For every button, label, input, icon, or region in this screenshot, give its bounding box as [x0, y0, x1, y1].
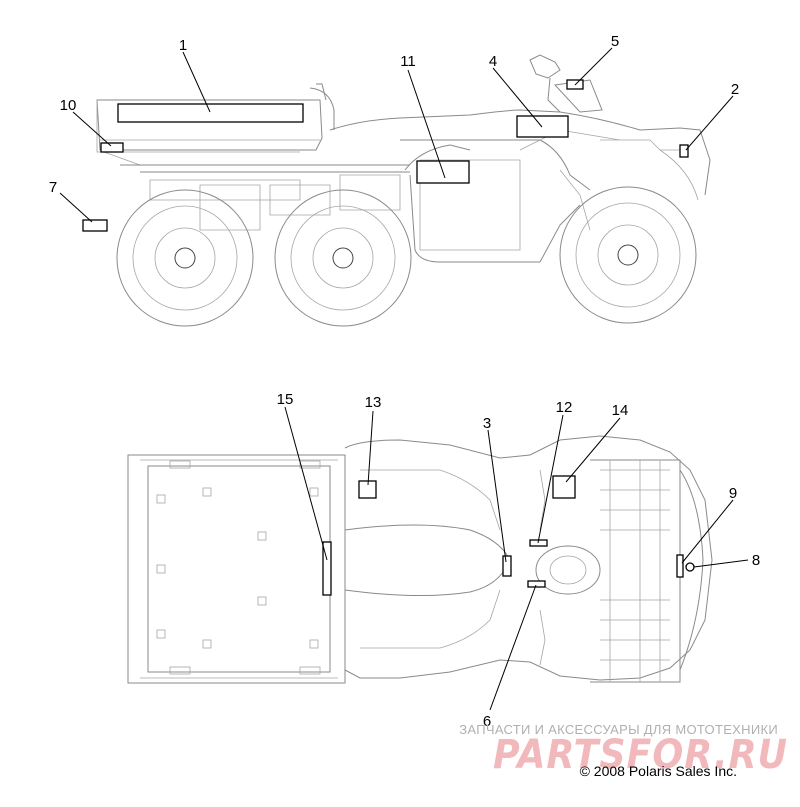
side-body: [329, 109, 711, 263]
side-view: [59, 47, 734, 327]
leader-5: [574, 47, 613, 86]
callout-3: 3: [483, 415, 491, 432]
leader-7: [59, 192, 93, 223]
watermark-brand: PARTSFOR.RU: [493, 732, 788, 778]
callout-1: 1: [179, 37, 187, 54]
decal-9: [676, 554, 684, 578]
decal-10: [100, 142, 124, 153]
leader-8: [693, 559, 749, 568]
callout-10: 10: [60, 97, 77, 114]
leader-3: [487, 429, 507, 563]
side-cargo-box: [96, 83, 335, 166]
callout-4: 4: [489, 53, 497, 70]
callout-8: 8: [752, 552, 760, 569]
leader-12: [537, 414, 564, 544]
leader-13: [367, 410, 374, 486]
leader-2: [685, 95, 734, 151]
leader-9: [681, 499, 734, 564]
watermark-tagline: ЗАПЧАСТИ И АКСЕССУАРЫ ДЛЯ МОТОТЕХНИКИ: [459, 722, 778, 737]
side-rear-wheel-2: [274, 189, 412, 327]
callout-5: 5: [611, 33, 619, 50]
copyright-text: © 2008 Polaris Sales Inc.: [580, 763, 737, 779]
top-cargo-bed: [127, 454, 346, 684]
leader-14: [565, 417, 621, 483]
callout-7: 7: [49, 179, 57, 196]
leader-4: [492, 67, 543, 128]
decal-14: [552, 475, 576, 499]
top-front-rack: [590, 459, 704, 683]
decal-1: [117, 103, 304, 123]
callout-numbers: 1 2 3 4 5 6 7 8 9 10 11 12 13 14 15: [49, 33, 760, 730]
top-body: [344, 435, 713, 681]
callout-9: 9: [729, 485, 737, 502]
side-handlebar: [529, 54, 603, 113]
callout-6: 6: [483, 713, 491, 730]
leader-15: [284, 406, 328, 561]
callout-13: 13: [365, 394, 382, 411]
leader-6: [489, 584, 537, 711]
callout-14: 14: [612, 402, 629, 419]
decal-3: [502, 555, 512, 577]
side-rear-wheel-1: [116, 189, 254, 327]
decal-15: [322, 541, 332, 596]
callout-11: 11: [400, 53, 416, 70]
decal-8: [685, 562, 695, 572]
decal-2: [679, 144, 689, 158]
decal-4: [516, 115, 569, 138]
top-view: [127, 406, 749, 711]
decal-13: [358, 480, 377, 499]
callout-15: 15: [277, 391, 294, 408]
side-front-wheel: [559, 186, 697, 324]
callout-12: 12: [556, 399, 573, 416]
leader-11: [407, 69, 446, 179]
leader-10: [72, 111, 112, 147]
decal-7: [82, 219, 108, 232]
side-chassis: [120, 164, 410, 231]
callout-2: 2: [731, 81, 739, 98]
decal-6: [527, 580, 546, 588]
leader-1: [182, 51, 211, 113]
